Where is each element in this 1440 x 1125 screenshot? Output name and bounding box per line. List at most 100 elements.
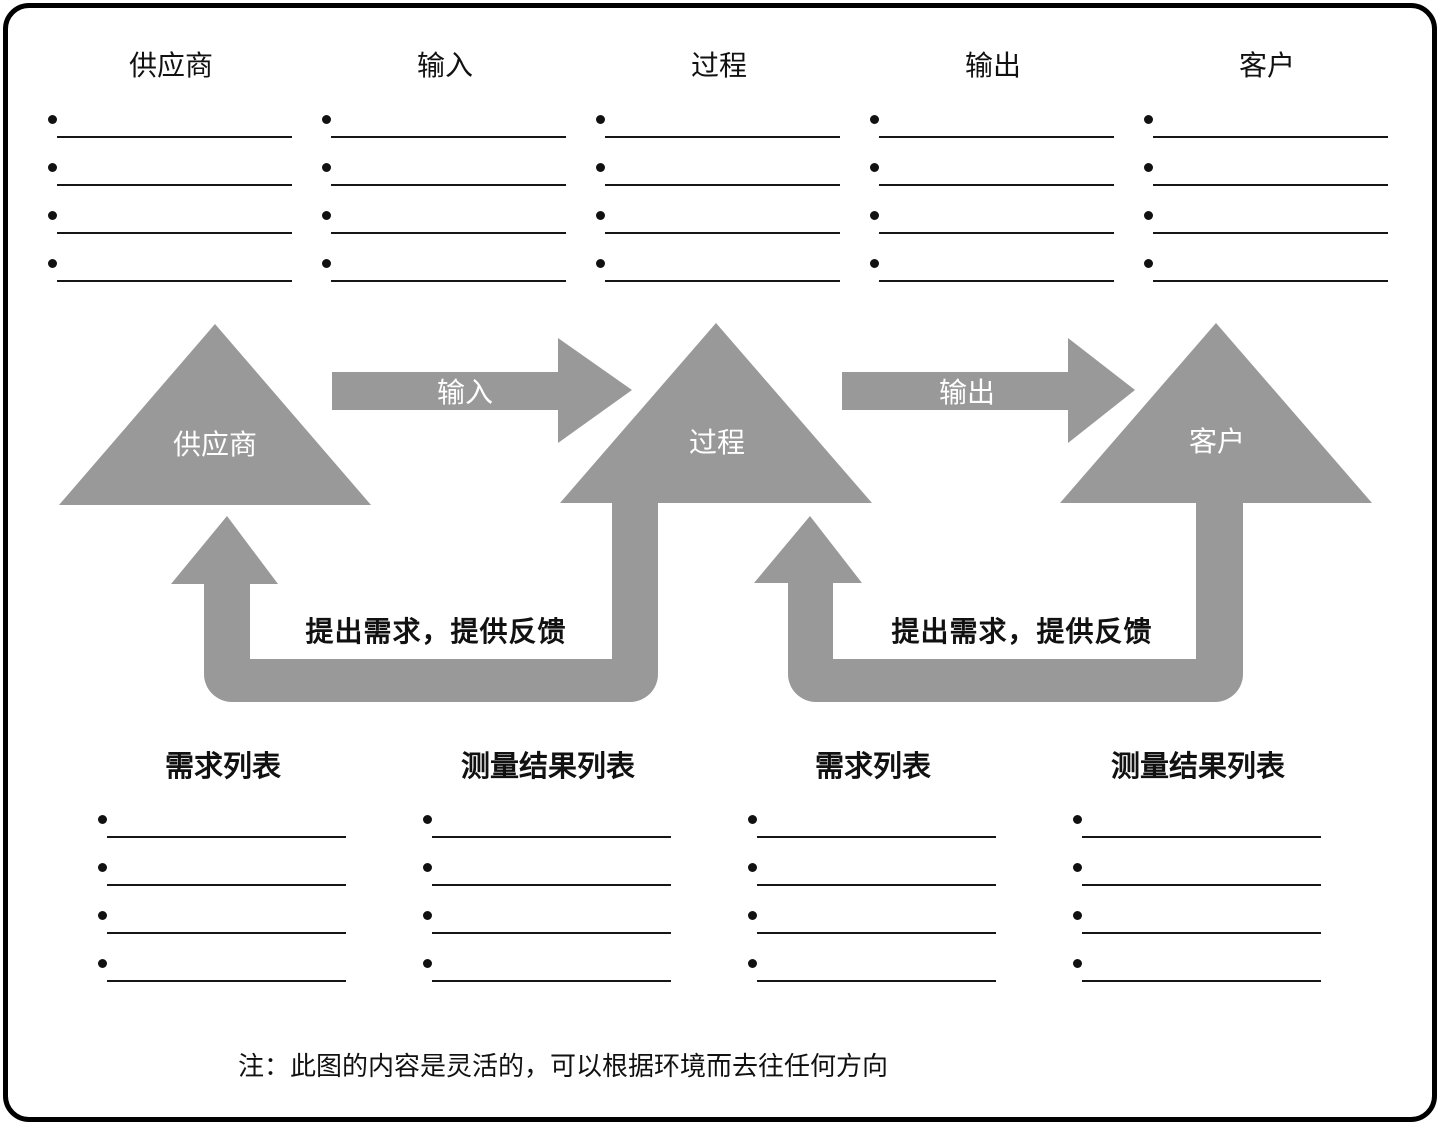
blank-line: [331, 96, 566, 138]
top-column-customers: 客户: [1144, 46, 1390, 288]
blank-line: [331, 240, 566, 282]
blank-row: [596, 240, 842, 288]
bullet-dot: [322, 211, 331, 220]
bullet-dot: [748, 959, 757, 968]
blank-line: [1153, 96, 1388, 138]
footer-note: 注：此图的内容是灵活的，可以根据环境而去往任何方向: [238, 1051, 889, 1081]
blank-row: [1144, 240, 1390, 288]
feedback-label-left: 提出需求，提供反馈: [305, 616, 567, 647]
blank-row: [748, 844, 998, 892]
blank-row: [596, 192, 842, 240]
blank-row: [98, 940, 348, 988]
customer-triangle: [1060, 323, 1372, 503]
output-arrow-label: 输出: [938, 377, 996, 408]
bottom-column-requirements-1: 需求列表: [98, 748, 348, 988]
top-column-process: 过程: [596, 46, 842, 288]
blank-row: [870, 192, 1116, 240]
feedback-label-right: 提出需求，提供反馈: [891, 616, 1153, 647]
bullet-dot: [98, 959, 107, 968]
bullet-dot: [322, 163, 331, 172]
blank-row: [1073, 940, 1323, 988]
blank-line: [107, 892, 346, 934]
bullet-dot: [870, 259, 879, 268]
blank-line: [331, 192, 566, 234]
blank-line: [57, 240, 292, 282]
output-arrow: [842, 338, 1135, 443]
process-triangle: [560, 323, 872, 503]
bullet-dot: [748, 863, 757, 872]
blank-row: [423, 892, 673, 940]
blank-line: [57, 192, 292, 234]
blank-line: [331, 144, 566, 186]
bullet-dot: [1144, 259, 1153, 268]
blank-line: [1153, 192, 1388, 234]
bullet-dot: [1144, 115, 1153, 124]
blank-line: [432, 892, 671, 934]
bottom-column-requirements-2: 需求列表: [748, 748, 998, 988]
blank-line: [107, 844, 346, 886]
column-header-measures: 测量结果列表: [1110, 751, 1285, 783]
bullet-dot: [870, 163, 879, 172]
blank-line: [1082, 796, 1321, 838]
bottom-column-measures-2: 测量结果列表: [1073, 748, 1323, 988]
blank-row: [423, 796, 673, 844]
blank-row: [596, 144, 842, 192]
column-header-customers: 客户: [1238, 50, 1295, 81]
column-header-process: 过程: [690, 50, 747, 81]
bullet-dot: [596, 259, 605, 268]
blank-row: [1144, 192, 1390, 240]
bullet-dot: [48, 259, 57, 268]
bullet-dot: [1144, 211, 1153, 220]
bullet-dot: [423, 911, 432, 920]
blank-row: [596, 96, 842, 144]
column-header-requirements: 需求列表: [164, 751, 281, 783]
blank-line: [757, 796, 996, 838]
blank-line: [1153, 144, 1388, 186]
feedback-loop-right: [754, 500, 1243, 702]
blank-row: [48, 96, 294, 144]
blank-line: [1082, 940, 1321, 982]
blank-line: [107, 796, 346, 838]
bullet-dot: [1073, 911, 1082, 920]
bullet-dot: [423, 959, 432, 968]
blank-line: [605, 144, 840, 186]
bullet-dot: [98, 815, 107, 824]
bullet-dot: [1073, 959, 1082, 968]
blank-row: [423, 940, 673, 988]
blank-row: [322, 144, 568, 192]
bullet-dot: [423, 863, 432, 872]
blank-line: [757, 892, 996, 934]
blank-line: [879, 144, 1114, 186]
blank-row: [748, 796, 998, 844]
bullet-dot: [322, 259, 331, 268]
bullet-dot: [870, 115, 879, 124]
column-header-measures: 测量结果列表: [460, 751, 635, 783]
supplier-triangle-label: 供应商: [172, 429, 258, 460]
blank-line: [57, 96, 292, 138]
blank-line: [757, 940, 996, 982]
bullet-dot: [596, 163, 605, 172]
blank-row: [870, 240, 1116, 288]
blank-line: [432, 844, 671, 886]
diagram-border-frame: [3, 3, 1437, 1122]
bullet-dot: [1073, 863, 1082, 872]
bullet-dot: [596, 211, 605, 220]
blank-line: [1153, 240, 1388, 282]
input-arrow: [332, 338, 632, 443]
blank-line: [57, 144, 292, 186]
bullet-dot: [596, 115, 605, 124]
blank-line: [432, 796, 671, 838]
blank-line: [1082, 892, 1321, 934]
bullet-dot: [98, 911, 107, 920]
blank-row: [870, 144, 1116, 192]
blank-row: [870, 96, 1116, 144]
blank-line: [432, 940, 671, 982]
blank-row: [1073, 796, 1323, 844]
blank-row: [748, 892, 998, 940]
bullet-dot: [423, 815, 432, 824]
blank-line: [879, 96, 1114, 138]
blank-row: [48, 192, 294, 240]
blank-line: [757, 844, 996, 886]
blank-row: [48, 144, 294, 192]
process-triangle-label: 过程: [688, 427, 746, 458]
